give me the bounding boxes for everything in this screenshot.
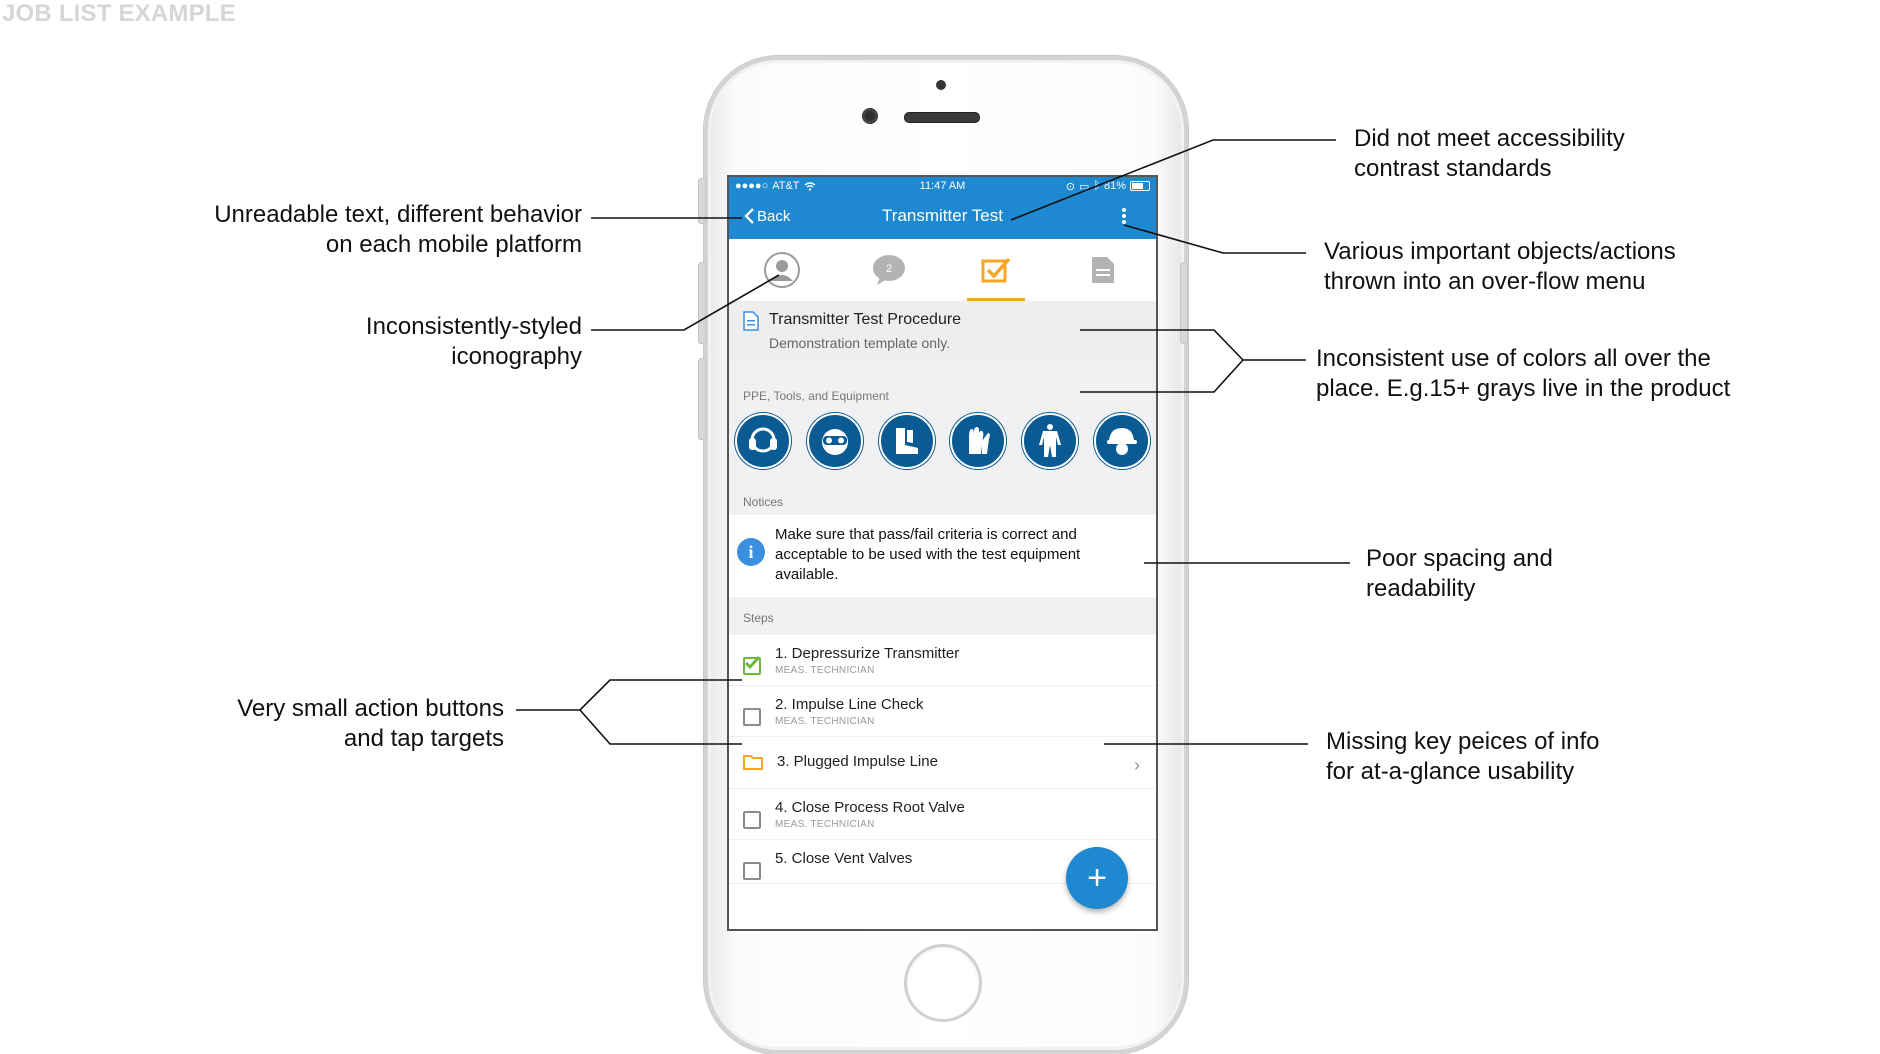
volume-up-button: [698, 262, 706, 344]
back-button[interactable]: Back: [743, 207, 790, 225]
gloves-icon[interactable]: [950, 413, 1007, 469]
status-time: 11:47 AM: [919, 180, 966, 192]
annotation-line: for at-a-glance usability: [1326, 758, 1575, 785]
nav-bar: Back Transmitter Test: [729, 195, 1156, 239]
annotation-small-buttons: Very small action buttons and tap target…: [180, 694, 504, 754]
step-checkbox[interactable]: [743, 708, 761, 726]
annotation-colors: Inconsistent use of colors all over the …: [1316, 344, 1836, 404]
home-button[interactable]: [904, 944, 982, 1022]
procedure-document-icon: [743, 311, 759, 331]
checklist-icon: [981, 257, 1011, 283]
airplay-icon: ▭: [1078, 180, 1090, 193]
annotation-line: Various important objects/actions: [1324, 238, 1676, 265]
chat-icon: 2: [873, 255, 906, 285]
document-icon: [1091, 257, 1114, 283]
step-item[interactable]: 3. Plugged Impulse Line ›: [729, 737, 1156, 789]
lock-rotation-icon: ⊙: [1065, 180, 1075, 193]
goggles-icon[interactable]: [806, 413, 863, 469]
step-title: 1. Depressurize Transmitter: [775, 645, 960, 662]
wifi-icon: [804, 181, 815, 191]
info-icon: i: [737, 538, 765, 566]
power-button: [1180, 262, 1188, 344]
carrier-label: AT&T: [772, 180, 800, 192]
annotation-line: Did not meet accessibility: [1354, 125, 1625, 152]
step-role: MEAS. TECHNICIAN: [775, 716, 875, 727]
step-checkbox[interactable]: [743, 811, 761, 829]
battery-percent: 81%: [1103, 180, 1126, 192]
app-screen: ●●●●○ AT&T 11:47 AM ⊙ ▭ ᛒ 81% Back Trans…: [727, 175, 1158, 931]
earpiece-speaker: [904, 112, 980, 123]
nav-title: Transmitter Test: [882, 206, 1003, 225]
status-bar: ●●●●○ AT&T 11:47 AM ⊙ ▭ ᛒ 81%: [729, 177, 1156, 195]
annotation-line: readability: [1366, 575, 1476, 602]
step-title: 5. Close Vent Valves: [775, 850, 913, 867]
step-item[interactable]: 4. Close Process Root Valve MEAS. TECHNI…: [729, 789, 1156, 840]
tab-checklist[interactable]: [943, 239, 1050, 301]
step-item[interactable]: 1. Depressurize Transmitter MEAS. TECHNI…: [729, 635, 1156, 686]
chevron-left-icon: [744, 208, 754, 224]
procedure-card[interactable]: Transmitter Test Procedure Demonstration…: [729, 301, 1156, 361]
notice-text: Make sure that pass/fail criteria is cor…: [775, 526, 1081, 583]
notice-item: i Make sure that pass/fail criteria is c…: [729, 515, 1156, 597]
annotation-line: Inconsistently-styled: [365, 313, 582, 340]
step-title: 3. Plugged Impulse Line: [777, 753, 938, 770]
overflow-menu-button[interactable]: [1120, 206, 1128, 228]
coverall-icon[interactable]: [1022, 413, 1079, 469]
chat-badge: 2: [886, 263, 892, 275]
annotation-unreadable-text: Unreadable text, different behavior on e…: [150, 200, 582, 260]
step-checkbox[interactable]: [743, 656, 761, 675]
annotation-overflow-menu: Various important objects/actions thrown…: [1324, 237, 1804, 297]
annotation-line: and tap targets: [343, 725, 504, 752]
annotation-line: iconography: [451, 343, 582, 370]
step-title: 4. Close Process Root Valve: [775, 799, 965, 816]
step-checkbox[interactable]: [743, 862, 761, 880]
proximity-sensor: [936, 80, 946, 90]
annotation-line: contrast standards: [1354, 155, 1552, 182]
ppe-icon-row: [729, 409, 1156, 481]
step-role: MEAS. TECHNICIAN: [775, 819, 875, 830]
annotation-line: Unreadable text, different behavior: [214, 201, 582, 228]
annotation-line: thrown into an over-flow menu: [1324, 268, 1646, 295]
checkmark-icon: [744, 656, 760, 670]
annotation-contrast: Did not meet accessibility contrast stan…: [1354, 124, 1774, 184]
volume-down-button: [698, 358, 706, 440]
tab-bar: 2: [729, 239, 1156, 301]
annotation-line: Very small action buttons: [237, 695, 504, 722]
tab-comments[interactable]: 2: [836, 239, 943, 301]
procedure-title: Transmitter Test Procedure: [769, 311, 962, 328]
annotation-missing-info: Missing key peices of info for at-a-glan…: [1326, 727, 1766, 787]
annotation-line: Inconsistent use of colors all over the: [1316, 345, 1711, 372]
ear-protection-icon[interactable]: [735, 413, 791, 469]
step-item[interactable]: 2. Impulse Line Check MEAS. TECHNICIAN: [729, 686, 1156, 737]
folder-icon: [743, 755, 763, 770]
back-label: Back: [757, 207, 791, 225]
annotation-spacing: Poor spacing and readability: [1366, 544, 1726, 604]
page-title: JOB LIST EXAMPLE: [2, 0, 236, 27]
chevron-right-icon: ›: [1134, 755, 1140, 775]
procedure-subtitle: Demonstration template only.: [769, 335, 951, 351]
step-title: 2. Impulse Line Check: [775, 696, 924, 713]
annotation-line: Missing key peices of info: [1326, 728, 1600, 755]
add-step-button[interactable]: +: [1066, 847, 1128, 909]
annotation-line: on each mobile platform: [325, 231, 582, 258]
annotation-line: Poor spacing and: [1366, 545, 1553, 572]
boots-icon[interactable]: [878, 413, 935, 469]
annotation-line: place. E.g.15+ grays live in the product: [1316, 375, 1731, 402]
ppe-heading: PPE, Tools, and Equipment: [729, 361, 1156, 409]
hard-hat-icon[interactable]: [1093, 413, 1150, 469]
signal-icon: ●●●●○: [735, 180, 769, 192]
mute-switch: [698, 178, 706, 224]
steps-heading: Steps: [729, 597, 1156, 635]
annotation-iconography: Inconsistently-styled iconography: [250, 312, 582, 372]
notices-heading: Notices: [729, 481, 1156, 515]
step-role: MEAS. TECHNICIAN: [775, 665, 875, 676]
tab-documents[interactable]: [1049, 239, 1156, 301]
front-camera: [862, 108, 878, 124]
battery-icon: [1130, 181, 1150, 191]
